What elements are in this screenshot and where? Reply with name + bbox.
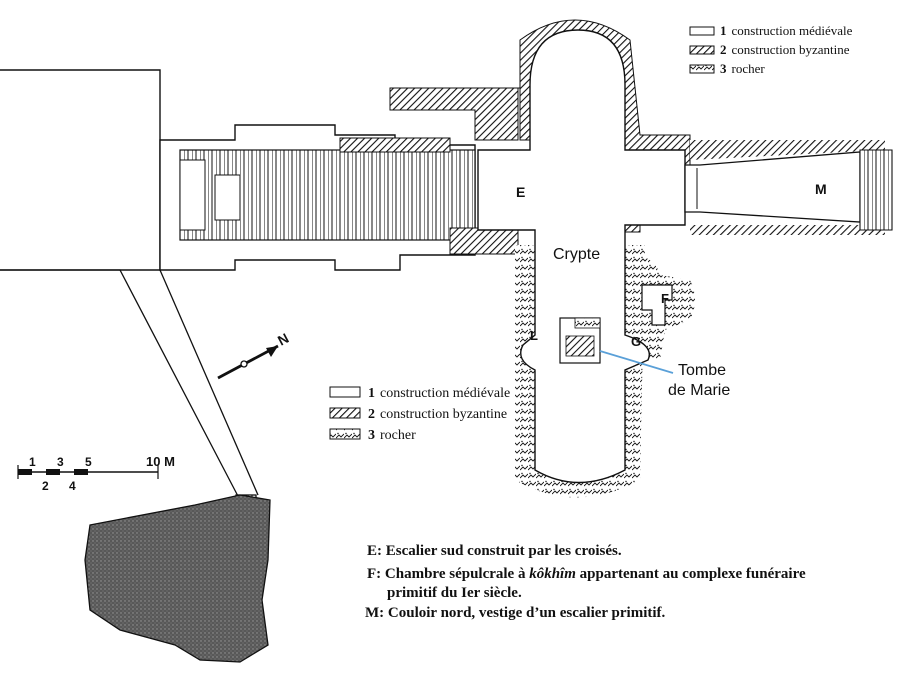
tomb-leader-line bbox=[599, 350, 674, 374]
svg-text:M: Couloir nord, vestige d’un: M: Couloir nord, vestige d’un escalier p… bbox=[365, 605, 666, 621]
scale-bar: 1 3 5 2 4 10 M bbox=[17, 454, 175, 493]
label-M: M bbox=[815, 181, 827, 197]
scale-tick-1: 1 bbox=[29, 455, 36, 469]
note-F-text-em: kôkhîm bbox=[529, 566, 576, 582]
label-E: E bbox=[516, 184, 525, 200]
scale-tick-4: 4 bbox=[69, 479, 76, 493]
legend-top-num-1: 1 bbox=[720, 23, 727, 38]
north-arrow: N bbox=[217, 330, 291, 380]
label-L: L bbox=[530, 328, 538, 343]
legend-mid-label-2: construction byzantine bbox=[380, 407, 507, 422]
legend-mid-num-2: 2 bbox=[368, 407, 375, 422]
crypt bbox=[389, 19, 893, 498]
label-G: G bbox=[631, 334, 641, 349]
note-F-text-after: appartenant au complexe funéraire bbox=[576, 566, 806, 582]
scale-tick-5: 5 bbox=[85, 455, 92, 469]
rock-mass bbox=[84, 494, 271, 663]
note-E-text: Escalier sud construit par les croisés. bbox=[386, 543, 622, 559]
legend-top-num-2: 2 bbox=[720, 42, 727, 57]
legend-mid-num-3: 3 bbox=[368, 428, 375, 443]
legend-mid-label-1: construction médiévale bbox=[380, 386, 510, 401]
legend-mid-label-3: rocher bbox=[380, 428, 416, 443]
legend-mid: 1 construction médiévale 2 construction by… bbox=[329, 386, 510, 443]
svg-text:primitif du Ier siècle.: primitif du Ier siècle. bbox=[387, 585, 522, 601]
notes: E: Escalier sud construit par les croisé… bbox=[365, 543, 806, 621]
note-M-key: M bbox=[365, 605, 379, 621]
scale-tick-2: 2 bbox=[42, 479, 49, 493]
medieval-stairway bbox=[159, 124, 519, 271]
note-F-text-before: Chambre sépulcrale à bbox=[385, 566, 529, 582]
note-M-text: Couloir nord, vestige d’un escalier prim… bbox=[388, 605, 666, 621]
legend-top-label-3: rocher bbox=[732, 61, 766, 76]
label-crypte: Crypte bbox=[553, 246, 600, 263]
courtyard-outline bbox=[0, 69, 161, 271]
svg-text:F: Chambre sépulcrale à kôkhîm: F: Chambre sépulcrale à kôkhîm appartena… bbox=[367, 566, 806, 582]
passage bbox=[0, 269, 259, 529]
legend-top-num-3: 3 bbox=[720, 61, 727, 76]
label-F: F bbox=[661, 291, 669, 306]
legend-mid-num-1: 1 bbox=[368, 386, 375, 401]
note-E-key: E bbox=[367, 543, 377, 559]
scale-tick-3: 3 bbox=[57, 455, 64, 469]
label-tombe-1: Tombe bbox=[678, 362, 726, 379]
legend-top-label-1: construction médiévale bbox=[732, 23, 853, 38]
svg-text:E: Escalier sud construit par: E: Escalier sud construit par les croisé… bbox=[367, 543, 622, 559]
legend-top-label-2: construction byzantine bbox=[732, 42, 850, 57]
label-tombe-2: de Marie bbox=[668, 382, 730, 399]
note-F-continuation: primitif du Ier siècle. bbox=[387, 585, 522, 601]
legend-top: 1 construction médiévale 2 construction by… bbox=[689, 23, 853, 76]
note-F-key: F bbox=[367, 566, 376, 582]
scale-end-label: 10 M bbox=[146, 454, 175, 469]
